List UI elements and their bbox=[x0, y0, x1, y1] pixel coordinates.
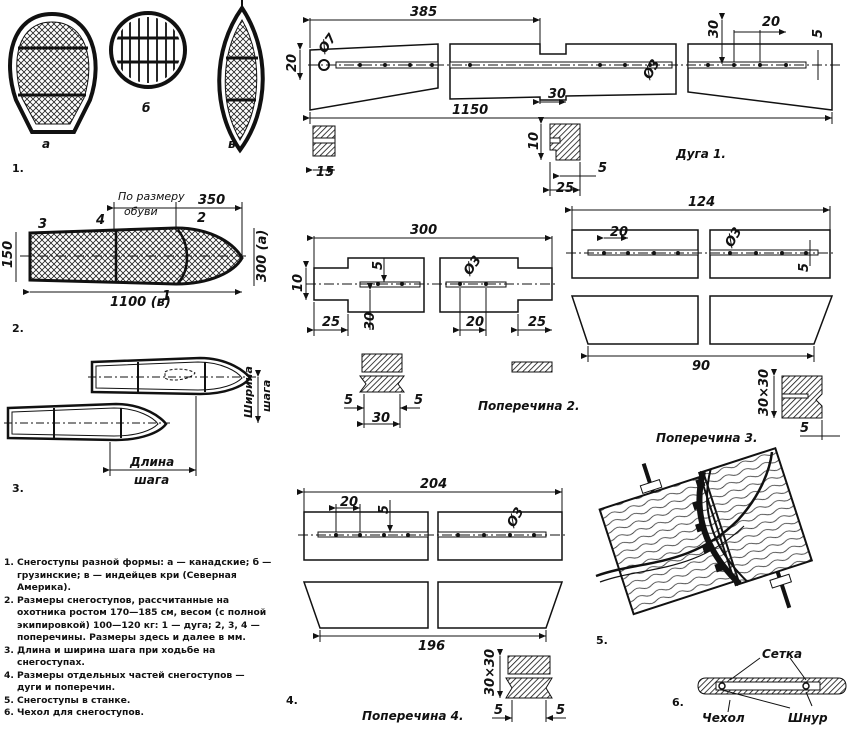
dim-300: 300 (а) bbox=[255, 230, 270, 282]
figure-4-number: 4. bbox=[286, 694, 298, 707]
dim-150: 150 bbox=[1, 241, 16, 268]
stride-width-label-2: шага bbox=[260, 380, 273, 412]
cross3-sec-30x30: 30×30 bbox=[757, 369, 772, 416]
figure-3-number: 3. bbox=[12, 482, 24, 495]
arc1-dim-10: 10 bbox=[527, 132, 542, 150]
figure-3-stride: Ширина шага Длина шага 3. bbox=[4, 356, 273, 495]
arc1-dim-20-left: 20 bbox=[285, 54, 300, 72]
cross2-dim-10: 10 bbox=[291, 274, 306, 292]
dim-350: 350 bbox=[198, 193, 225, 208]
cross2-dim-25-left: 25 bbox=[322, 315, 340, 330]
figure-1-snowshoe-shapes: а б в 1. bbox=[8, 0, 265, 175]
arc1-dim-25: 25 bbox=[556, 181, 574, 196]
cross4-title: Поперечина 4. bbox=[362, 709, 464, 723]
cross4-sec-5-left: 5 bbox=[494, 703, 503, 718]
cross2-dim-300: 300 bbox=[410, 223, 437, 238]
arc1-dim-5-right: 5 bbox=[811, 29, 826, 38]
label-a: а bbox=[42, 137, 50, 151]
figure-5-number: 5. bbox=[596, 634, 608, 647]
snowshoe-cree bbox=[217, 0, 265, 154]
cross2-dim-20: 20 bbox=[466, 315, 484, 330]
mesh-label: Сетка bbox=[762, 647, 802, 661]
arc1-dim-1150: 1150 bbox=[452, 103, 488, 118]
arc1-dim-30-center: 30 bbox=[548, 87, 566, 102]
snowshoe-georgian bbox=[109, 11, 187, 89]
arc1-dim-385: 385 bbox=[410, 5, 437, 20]
stride-length-label-1: Длина bbox=[129, 455, 174, 469]
label-b: б bbox=[142, 101, 150, 115]
cross3-dim-90: 90 bbox=[692, 359, 710, 374]
legend-item: 3.Длина и ширина шага при ходьбе на снег… bbox=[4, 644, 216, 669]
figure-2-snowshoe-dimensions: По размеру обуви 350 150 300 (а) 1100 (в… bbox=[1, 190, 270, 335]
cross4-dim-20: 20 bbox=[340, 495, 358, 510]
figure-1-number: 1. bbox=[12, 162, 24, 175]
arc1-dim-15: 15 bbox=[316, 165, 334, 180]
arc1-dim-20-right: 20 bbox=[762, 15, 780, 30]
arc1-dim-30-right: 30 bbox=[707, 20, 722, 38]
cross3-dim-124: 124 bbox=[688, 195, 715, 210]
cross4-dim-196: 196 bbox=[418, 639, 445, 654]
cross4-dim-5: 5 bbox=[377, 505, 392, 514]
part-2: 2 bbox=[197, 211, 206, 226]
crossbar-2-drawing: 300 5 Ø3 10 25 30 20 25 30 5 5 Поперечин… bbox=[291, 223, 580, 428]
crossbar-3-drawing: 124 20 Ø3 5 90 30×30 5 Поперечина 3. bbox=[565, 195, 840, 445]
figure-5-press: 5. bbox=[595, 446, 814, 647]
crossbar-4-drawing: 204 20 5 Ø3 196 30×30 5 5 Поперечина 4. … bbox=[286, 477, 568, 723]
legend-item: 2.Размеры снегоступов, рассчитанные на о… bbox=[4, 594, 267, 644]
cross2-sec-5-right: 5 bbox=[414, 393, 423, 408]
label-c: в bbox=[228, 137, 236, 151]
cord-label: Шнур bbox=[788, 711, 828, 725]
stride-length-label-2: шага bbox=[134, 473, 169, 487]
legend-item: 1.Снегоступы разной формы: а — канадские… bbox=[4, 557, 272, 593]
cross4-sec-5-right: 5 bbox=[556, 703, 565, 718]
stride-width-label-1: Ширина bbox=[242, 366, 255, 418]
figure-2-number: 2. bbox=[12, 322, 24, 335]
legend-item: 5.Снегоступы в станке. bbox=[4, 694, 131, 706]
dim-1100: 1100 (в) bbox=[110, 295, 171, 310]
part-1: 1 bbox=[162, 289, 171, 304]
dim-label-shoe-size-1: По размеру bbox=[118, 190, 185, 203]
cross3-dim-20: 20 bbox=[610, 225, 628, 240]
snowshoe-canadian bbox=[8, 11, 98, 134]
arc-1-drawing: 385 20 Ø7 1150 30 Ø3 20 30 5 15 10 25 5 bbox=[285, 5, 840, 196]
cross4-dim-204: 204 bbox=[420, 477, 447, 492]
legend-item: 6.Чехол для снегоступов. bbox=[4, 707, 144, 718]
figure-6-cover: Сетка Чехол Шнур 6. bbox=[672, 647, 847, 725]
cross3-title: Поперечина 3. bbox=[656, 431, 758, 445]
cross2-dim-25-right: 25 bbox=[528, 315, 546, 330]
part-4: 4 bbox=[95, 213, 105, 228]
dim-label-shoe-size-2: обуви bbox=[124, 205, 158, 218]
cross2-title: Поперечина 2. bbox=[478, 399, 580, 413]
cross2-sec-30: 30 bbox=[372, 411, 390, 426]
cross3-dim-5: 5 bbox=[797, 263, 812, 272]
cross2-dim-5: 5 bbox=[371, 261, 386, 270]
cross3-sec-5: 5 bbox=[800, 421, 809, 436]
legend-item: 4.Размеры отдельных частей снегоступов —… bbox=[4, 669, 245, 694]
part-3: 3 bbox=[38, 217, 47, 232]
arc1-dim-5-section: 5 bbox=[598, 161, 607, 176]
caption-legend: 1.Снегоступы разной формы: а — канадские… bbox=[4, 557, 272, 720]
figure-6-number: 6. bbox=[672, 696, 684, 709]
cover-label: Чехол bbox=[702, 711, 745, 725]
cross4-sec-30x30: 30×30 bbox=[483, 649, 498, 696]
arc1-title: Дуга 1. bbox=[675, 147, 726, 161]
cross2-sec-5-left: 5 bbox=[344, 393, 353, 408]
cross2-dim-30: 30 bbox=[363, 312, 378, 330]
